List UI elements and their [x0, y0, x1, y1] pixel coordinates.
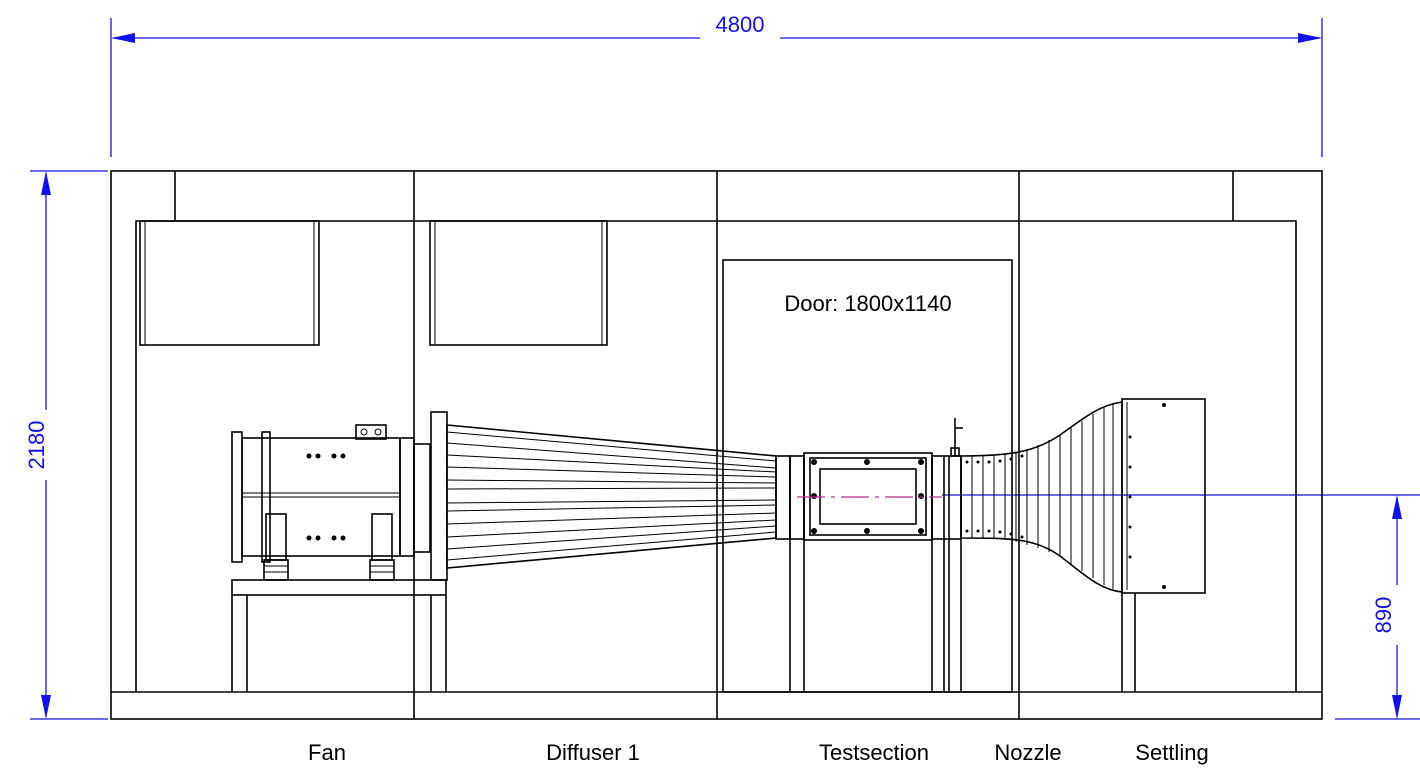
label-nozzle: Nozzle	[994, 740, 1061, 765]
room-frame	[110, 170, 1323, 720]
axis-height-dimension: 890	[942, 494, 1420, 720]
axis-height-dimension-value: 890	[1371, 597, 1396, 634]
window-panel-left	[139, 220, 320, 346]
label-testsection: Testsection	[819, 740, 929, 765]
label-settling: Settling	[1135, 740, 1208, 765]
fan-table	[231, 579, 447, 692]
height-dimension-value: 2180	[24, 421, 49, 470]
width-dimension: 4800	[110, 12, 1323, 157]
door: Door: 1800x1140	[722, 259, 1013, 693]
fan-unit	[231, 424, 431, 581]
label-fan: Fan	[308, 740, 346, 765]
height-dimension: 2180	[24, 170, 108, 720]
testsection	[775, 452, 962, 692]
window-panel-middle	[429, 220, 608, 346]
nozzle	[960, 401, 1123, 593]
diffuser	[430, 411, 777, 581]
label-diffuser: Diffuser 1	[546, 740, 640, 765]
width-dimension-value: 4800	[716, 12, 765, 37]
settling-chamber	[1121, 398, 1206, 692]
probe-icon	[950, 418, 963, 457]
door-label: Door: 1800x1140	[784, 291, 951, 316]
